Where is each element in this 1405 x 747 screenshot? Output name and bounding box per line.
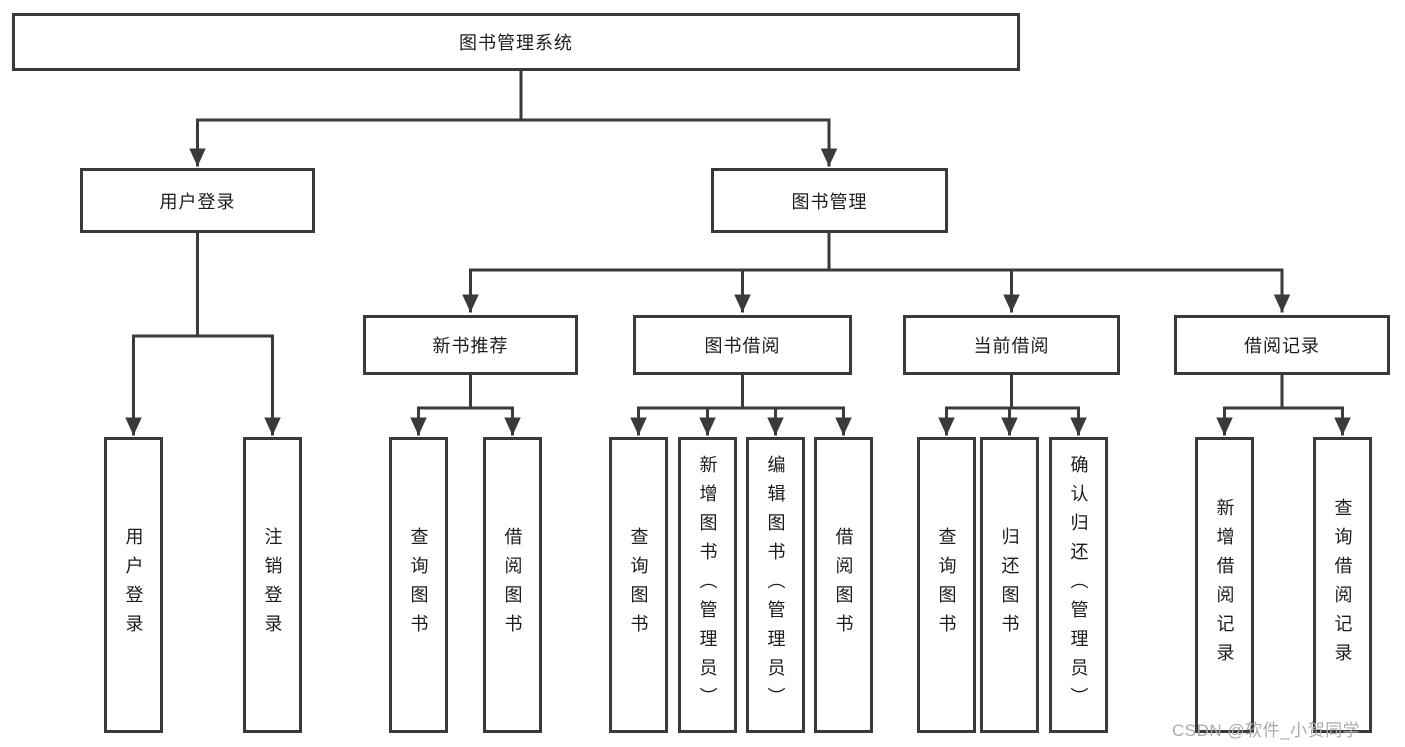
- leaf-cb-query-book: 查询图书: [917, 437, 976, 733]
- leaf-br-query-record: 查询借阅记录: [1313, 437, 1372, 733]
- leaf-user-login: 用户登录: [104, 437, 163, 733]
- leaf-bb-query-book-label: 查询图书: [628, 527, 649, 643]
- node-book-mgmt: 图书管理: [711, 168, 948, 233]
- node-borrow-record: 借阅记录: [1174, 315, 1390, 375]
- connector-current-borrow-children: [938, 373, 1087, 436]
- leaf-bb-add-book-label: 新增图书（管理员）: [697, 454, 718, 716]
- leaf-rec-borrow-book-label: 借阅图书: [502, 527, 523, 643]
- leaf-cb-confirm-return-label: 确认归还（管理员）: [1068, 454, 1089, 716]
- connector-borrow-record-children: [1216, 373, 1351, 436]
- connector-root-to-level2: [189, 68, 838, 167]
- leaf-br-add-record: 新增借阅记录: [1195, 437, 1254, 733]
- node-current-borrow-label: 当前借阅: [973, 336, 1050, 356]
- leaf-bb-edit-book-label: 编辑图书（管理员）: [765, 454, 786, 716]
- leaf-bb-add-book: 新增图书（管理员）: [678, 437, 737, 733]
- leaf-logout-label: 注销登录: [262, 527, 283, 643]
- csdn-watermark: CSDN @软件_小贺同学: [1172, 721, 1361, 740]
- node-root-label: 图书管理系统: [459, 33, 573, 53]
- leaf-cb-return-book-label: 归还图书: [999, 527, 1020, 643]
- leaf-cb-query-book-label: 查询图书: [936, 527, 957, 643]
- connector-book-borrow-children: [630, 373, 852, 436]
- leaf-logout: 注销登录: [243, 437, 302, 733]
- connector-user-login-children: [125, 231, 281, 436]
- leaf-bb-edit-book: 编辑图书（管理员）: [746, 437, 805, 733]
- connector-book-mgmt-children: [462, 231, 1291, 313]
- connector-new-book-rec-children: [410, 373, 521, 436]
- leaf-user-login-label: 用户登录: [123, 527, 144, 643]
- node-book-borrow-label: 图书借阅: [704, 336, 781, 356]
- node-user-login: 用户登录: [80, 168, 315, 233]
- leaf-cb-return-book: 归还图书: [980, 437, 1039, 733]
- leaf-rec-query-book-label: 查询图书: [408, 527, 429, 643]
- leaf-br-query-record-label: 查询借阅记录: [1332, 498, 1353, 672]
- node-new-book-rec-label: 新书推荐: [432, 336, 509, 356]
- leaf-bb-borrow-book: 借阅图书: [814, 437, 873, 733]
- leaf-rec-borrow-book: 借阅图书: [483, 437, 542, 733]
- leaf-rec-query-book: 查询图书: [389, 437, 448, 733]
- node-borrow-record-label: 借阅记录: [1244, 336, 1320, 356]
- leaf-cb-confirm-return: 确认归还（管理员）: [1049, 437, 1108, 733]
- leaf-bb-query-book: 查询图书: [609, 437, 668, 733]
- node-book-borrow: 图书借阅: [633, 315, 852, 375]
- leaf-br-add-record-label: 新增借阅记录: [1214, 498, 1235, 672]
- node-book-mgmt-label: 图书管理: [791, 191, 868, 212]
- leaf-bb-borrow-book-label: 借阅图书: [833, 527, 854, 643]
- node-new-book-rec: 新书推荐: [363, 315, 578, 375]
- node-current-borrow: 当前借阅: [903, 315, 1120, 375]
- node-root: 图书管理系统: [12, 13, 1020, 71]
- node-user-login-label: 用户登录: [159, 191, 236, 212]
